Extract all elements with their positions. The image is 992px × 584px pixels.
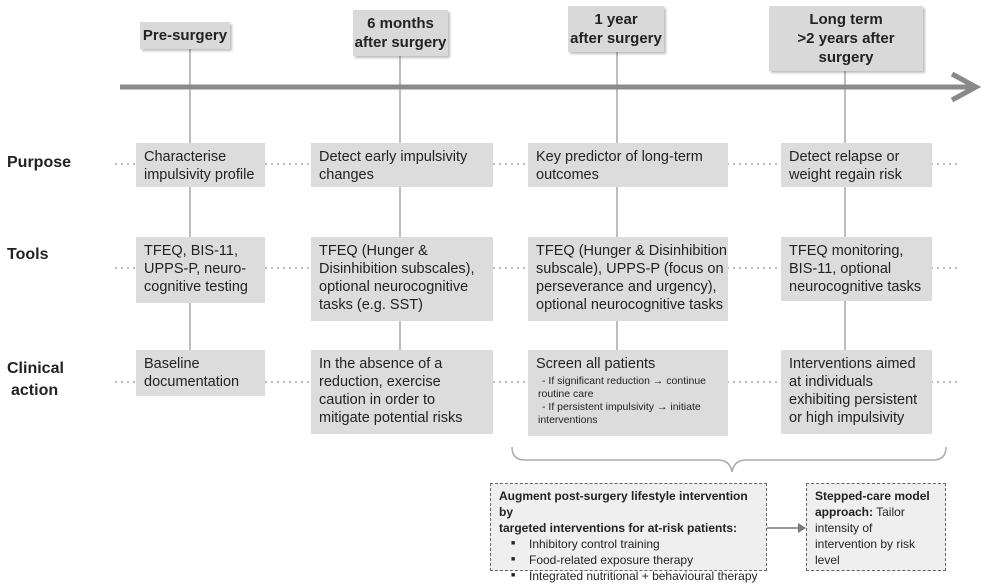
tools-line: optional neurocognitive tasks xyxy=(536,297,724,313)
row-label-purpose: Purpose xyxy=(7,154,72,171)
stage-line2: after surgery xyxy=(354,34,447,51)
purpose-box-long-term: Detect relapse or weight regain risk xyxy=(781,143,932,187)
row-label-line1: Clinical xyxy=(7,360,64,377)
stepped-line4: intervention by risk xyxy=(815,537,916,551)
row-label-line2: action xyxy=(11,382,59,399)
purpose-line: Detect early impulsivity xyxy=(319,149,468,165)
clinical-line: Interventions aimed xyxy=(789,356,916,372)
list-item: Inhibitory control training xyxy=(499,536,758,552)
stage-header-pre-surgery: Pre-surgery xyxy=(140,22,230,49)
tools-box-pre-surgery: TFEQ, BIS-11, UPPS-P, neuro- cognitive t… xyxy=(136,237,265,303)
purpose-box-1-year: Key predictor of long-term outcomes xyxy=(528,143,728,187)
tools-line: cognitive testing xyxy=(144,279,248,295)
augment-title-line1: Augment post-surgery lifestyle intervent… xyxy=(499,489,748,519)
purpose-box-pre-surgery: Characterise impulsivity profile xyxy=(136,143,265,187)
tools-line: TFEQ monitoring, xyxy=(789,243,904,259)
tools-line: optional neurocognitive xyxy=(319,279,469,295)
stage-line1: 6 months xyxy=(367,15,434,32)
stepped-title: Stepped-care model xyxy=(815,489,930,503)
tools-line: TFEQ, BIS-11, xyxy=(144,243,239,259)
clinical-line: caution in order to xyxy=(319,392,436,408)
purpose-line: Detect relapse or xyxy=(789,149,900,165)
stage-line1: Long term xyxy=(809,11,883,28)
clinical-box-pre-surgery: Baseline documentation xyxy=(136,350,265,396)
tools-line: UPPS-P, neuro- xyxy=(144,261,247,277)
stage-line1: Pre-surgery xyxy=(142,27,228,44)
tools-line: subscale), UPPS-P (focus on xyxy=(536,261,724,277)
tools-line: TFEQ (Hunger & Disinhibition xyxy=(536,243,727,259)
stage-line2: >2 years after surgery xyxy=(797,30,895,66)
purpose-line: Characterise xyxy=(144,149,227,165)
clinical-subline: routine care xyxy=(538,388,594,400)
tools-line: TFEQ (Hunger & xyxy=(319,243,428,259)
stage-line2: after surgery xyxy=(570,30,662,47)
augment-title-line2: targeted interventions for at-risk patie… xyxy=(499,521,738,535)
stage-line1: 1 year xyxy=(594,11,638,28)
clinical-box-1-year: Screen all patients - If significant red… xyxy=(528,350,728,436)
purpose-line: outcomes xyxy=(536,167,599,183)
clinical-line: Screen all patients xyxy=(536,356,656,372)
purpose-line: changes xyxy=(319,167,374,183)
purpose-box-6-months: Detect early impulsivity changes xyxy=(311,143,493,187)
tools-line: neurocognitive tasks xyxy=(789,279,922,295)
clinical-line: In the absence of a xyxy=(319,356,443,372)
tools-line: perseverance and urgency), xyxy=(536,279,717,295)
stepped-approach-label: approach: xyxy=(815,505,874,519)
stepped-line3: intensity of xyxy=(815,521,873,535)
clinical-line: reduction, exercise xyxy=(319,374,441,390)
stage-header-1-year: 1 year after surgery xyxy=(568,6,664,52)
clinical-box-6-months: In the absence of a reduction, exercise … xyxy=(311,350,493,434)
list-item: Food-related exposure therapy xyxy=(499,552,758,568)
clinical-line: at individuals xyxy=(789,374,873,390)
stage-header-long-term: Long term >2 years after surgery xyxy=(769,6,923,71)
row-label-tools: Tools xyxy=(7,246,49,263)
tools-box-1-year: TFEQ (Hunger & Disinhibition subscale), … xyxy=(528,237,728,321)
stage-header-6-months: 6 months after surgery xyxy=(353,10,448,56)
clinical-line: or high impulsivity xyxy=(789,410,905,426)
clinical-subline: - If significant reduction → continue xyxy=(542,375,707,387)
tools-line: tasks (e.g. SST) xyxy=(319,297,423,313)
augment-list: Inhibitory control training Food-related… xyxy=(499,536,758,584)
tools-line: Disinhibition subscales), xyxy=(319,261,475,277)
clinical-line: documentation xyxy=(144,374,240,390)
tools-line: BIS-11, optional xyxy=(789,261,892,277)
tools-box-long-term: TFEQ monitoring, BIS-11, optional neuroc… xyxy=(781,237,932,301)
stepped-approach-text: Tailor xyxy=(873,505,905,519)
clinical-line: Baseline xyxy=(144,356,200,372)
purpose-line: Key predictor of long-term xyxy=(536,149,703,165)
purpose-line: impulsivity profile xyxy=(144,167,255,183)
stepped-line5: level xyxy=(815,553,840,567)
stepped-care-box: Stepped-care model approach: Tailor inte… xyxy=(806,483,946,571)
clinical-box-long-term: Interventions aimed at individuals exhib… xyxy=(781,350,932,434)
tools-box-6-months: TFEQ (Hunger & Disinhibition subscales),… xyxy=(311,237,493,321)
clinical-line: exhibiting persistent xyxy=(789,392,918,408)
clinical-subline: interventions xyxy=(538,414,598,426)
clinical-subline: - If persistent impulsivity → initiate xyxy=(542,401,701,413)
clinical-line: mitigate potential risks xyxy=(319,410,463,426)
list-item: Integrated nutritional + behavioural the… xyxy=(499,568,758,584)
purpose-line: weight regain risk xyxy=(789,167,902,183)
row-label-clinical-action: Clinical action xyxy=(7,358,64,402)
stepped-line2: approach: Tailor xyxy=(815,504,937,520)
augment-intervention-box: Augment post-surgery lifestyle intervent… xyxy=(490,483,767,584)
